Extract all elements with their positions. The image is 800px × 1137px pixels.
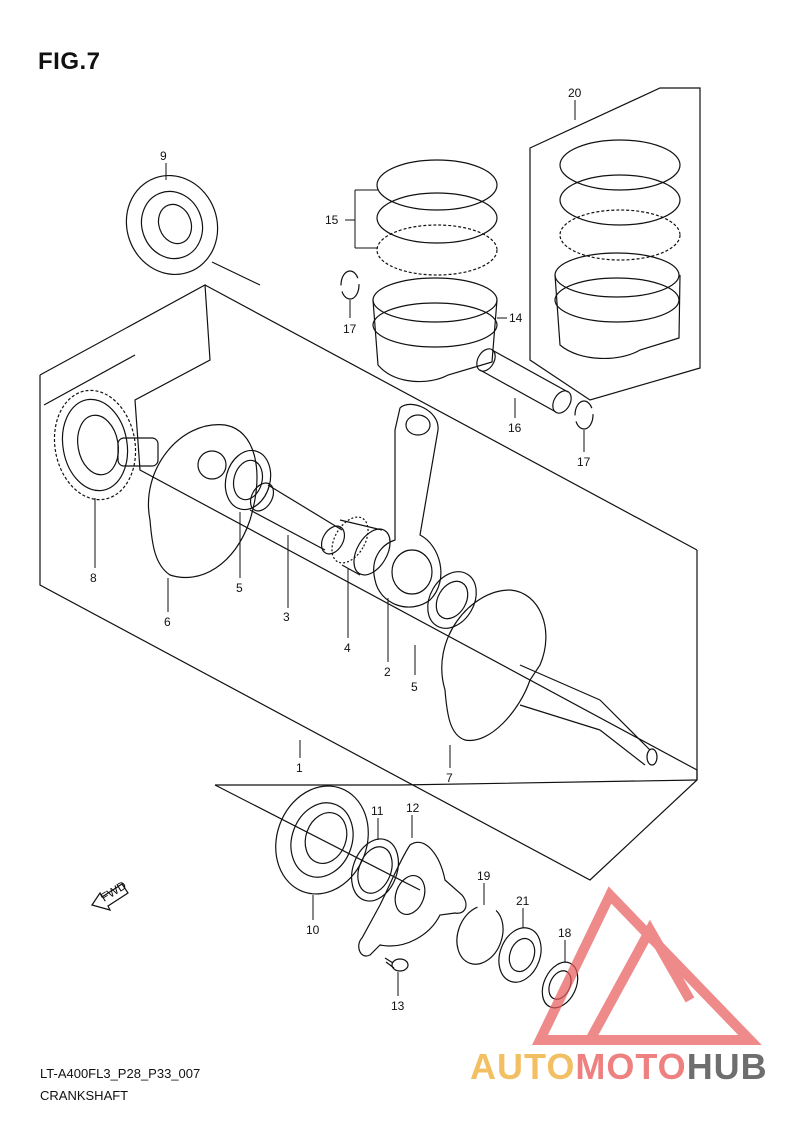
callout-1: 1 [296,761,303,775]
callout-11: 11 [371,804,384,818]
watermark-part-hub: HUB [686,1046,768,1087]
diagram-code: LT-A400FL3_P28_P33_007 [40,1066,201,1081]
callout-16: 16 [508,421,522,435]
retainer-plate-12 [358,841,467,957]
callout-14: 14 [509,311,523,325]
bearing-21 [498,927,542,983]
circlip-17-top [340,270,360,300]
callout-10: 10 [306,923,320,937]
callout-3: 3 [283,610,290,624]
callout-21: 21 [516,894,530,908]
assembly-frame-line [204,284,698,551]
assembly-frame [39,284,698,881]
connecting-rod-2 [373,403,442,608]
gear-8 [53,389,159,501]
washer-5-left [224,449,272,511]
watermark-part-auto: AUTO [470,1046,576,1087]
fwd-arrow-icon [91,883,129,911]
piston-assembly-frame [529,87,701,401]
lower-frame [215,779,698,786]
retainer-plate-12-hole [394,875,426,915]
piston-rings-15 [376,159,498,276]
watermark-logo: AUTOMOTOHUB [470,1046,768,1088]
callout-5-left: 5 [236,581,243,595]
callout-17-top: 17 [343,322,357,336]
needle-bearing-4 [331,516,391,576]
shim-11 [351,838,399,902]
lower-frame-line [214,784,421,891]
callout-4: 4 [344,641,351,655]
screw-13 [384,957,409,972]
assembly-frame-line [43,354,136,406]
callout-18: 18 [558,926,572,940]
circlip-19 [456,905,504,965]
callout-20: 20 [568,86,582,100]
callout-7: 7 [446,771,453,785]
crank-half-7 [441,589,547,742]
rod-small-end [405,414,431,436]
crank-pin-3 [249,482,346,555]
callout-6: 6 [164,615,171,629]
callout-17-right: 17 [577,455,591,469]
watermark-part-moto: MOTO [575,1046,687,1087]
assembly-frame-line [211,261,261,286]
callout-labels: 9 20 15 14 17 16 17 8 5 6 3 4 2 5 1 7 12… [90,86,591,1013]
callout-2: 2 [384,665,391,679]
crank-web-6-hole [197,450,227,480]
diagram-name: CRANKSHAFT [40,1088,129,1103]
callout-8: 8 [90,571,97,585]
figure-title: FIG.7 [38,48,101,75]
callout-9: 9 [160,149,167,163]
leader-lines [94,100,585,996]
crank-web-6 [147,424,258,579]
circlip-17-right [574,400,594,430]
rod-big-end [391,549,433,595]
callout-19: 19 [477,869,491,883]
callout-5-right: 5 [411,680,418,694]
watermark-triangle-icon [532,886,762,1045]
washer-5-right [427,571,477,629]
callout-13: 13 [391,999,405,1013]
callout-15: 15 [325,213,339,227]
bearing-9 [125,174,219,276]
crankshaft-7 [519,664,658,766]
piston-pin-16 [476,348,572,414]
piston-14 [372,277,498,383]
callout-12: 12 [406,801,420,815]
piston-set-20 [554,139,681,359]
